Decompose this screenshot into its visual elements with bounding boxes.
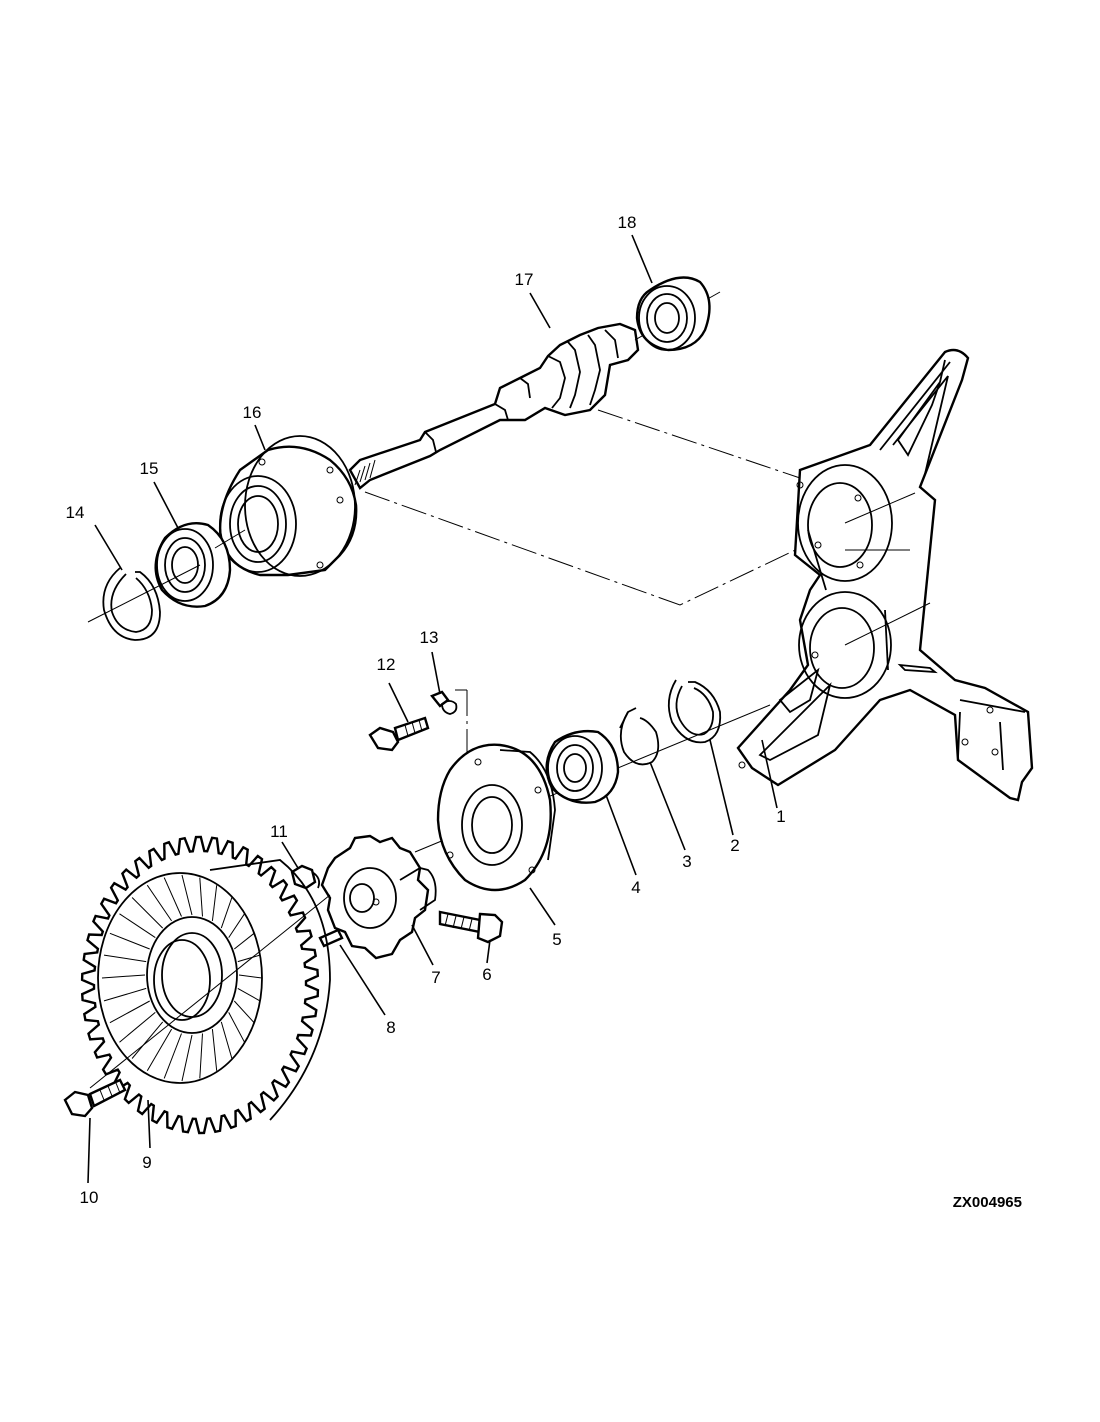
gear-rib [119,913,156,939]
gear-rib [109,932,150,950]
gear-rib [238,974,263,979]
callout-10: 10 [80,1188,99,1207]
gear-rib [101,974,146,979]
bolt-10 [63,1078,127,1118]
gear-rib [228,1012,245,1043]
bearing-18 [635,276,711,352]
gear-rib [211,1029,218,1071]
callouts: 1 2 3 4 5 6 7 8 9 10 11 12 13 14 15 16 1… [66,213,786,1207]
callout-12: 12 [377,655,396,674]
gear-rib [163,1033,182,1079]
callout-16: 16 [243,403,262,422]
callout-3: 3 [682,852,691,871]
snap-ring-3 [619,707,660,766]
callout-5: 5 [552,930,561,949]
gear-rib [103,954,147,963]
gear-rib [233,932,255,950]
lock-washer-13 [430,690,458,715]
callout-8: 8 [386,1018,395,1037]
snap-ring-14 [87,564,201,641]
bearing-housing-16 [218,435,358,577]
gear-rib [233,1000,255,1024]
gear-rib [237,987,261,1002]
gear-9 [80,835,331,1135]
callout-15: 15 [140,459,159,478]
gear-rib [146,884,173,922]
gear-rib [220,1021,233,1059]
gear-rib [163,877,182,917]
bolt-12 [368,716,430,752]
callout-13: 13 [420,628,439,647]
snap-ring-2 [667,679,722,744]
shaft-pinion [348,291,721,490]
gear-rib [228,913,245,938]
gear-rib [199,1033,203,1079]
bracket [736,348,1034,802]
bearing-4 [545,729,620,804]
flange-housing-5 [436,743,556,892]
callout-14: 14 [66,503,85,522]
callout-7: 7 [431,968,440,987]
gear-rib [131,897,164,929]
gear-rib [181,1034,193,1082]
hub-7 [320,834,437,960]
key-8 [318,928,344,948]
gear-rib [199,877,203,917]
callout-9: 9 [142,1153,151,1172]
gear-rib [237,954,261,963]
gear-rib [211,885,218,921]
callout-1: 1 [776,807,785,826]
drawing-code: ZX004965 [953,1194,1022,1211]
callout-18: 18 [618,213,637,232]
callout-11: 11 [270,822,288,841]
gear-rib [119,1012,156,1043]
gear-rib [220,897,233,929]
gear-rib [181,874,193,916]
callout-2: 2 [730,836,739,855]
gear-rib [103,987,147,1002]
callout-6: 6 [482,965,491,984]
callout-4: 4 [631,878,640,897]
callout-17: 17 [515,270,534,289]
bolt-6 [438,910,504,944]
gear-rib [109,1000,150,1024]
gear-rib [146,1028,173,1072]
gear-rib [131,1021,164,1059]
leader-lines [87,234,778,1184]
nut-11 [290,864,321,890]
